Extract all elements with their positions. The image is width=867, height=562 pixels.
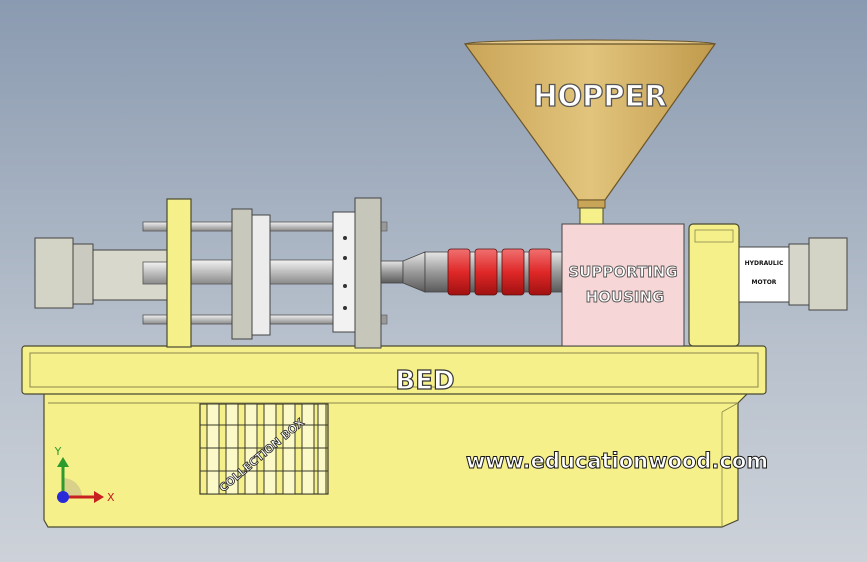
heater-bands: [447, 248, 552, 296]
axis-x-label: X: [107, 491, 115, 504]
supporting-housing-label-1: SUPPORTING: [568, 263, 677, 281]
bed-top-bar: BED: [21, 345, 767, 397]
hopper: HOPPER: [463, 39, 717, 225]
website-label: www.educationwood.com: [466, 449, 768, 473]
fixed-platen: [354, 197, 382, 349]
motor-label-1: HYDRAULIC: [745, 260, 784, 267]
collection-box: COLLECTION BOX: [199, 403, 329, 495]
supporting-housing-label-2: HOUSING: [586, 288, 665, 306]
hydraulic-motor: HYDRAULIC MOTOR: [738, 237, 848, 311]
supporting-housing: SUPPORTING HOUSING: [561, 223, 685, 347]
hopper-label: HOPPER: [533, 79, 667, 113]
motor-mount-block: [688, 223, 740, 347]
rear-platen: [166, 198, 192, 348]
mold: [332, 211, 358, 333]
moving-platen: [231, 208, 271, 340]
bed-label: BED: [395, 366, 454, 396]
axis-y-label: Y: [54, 445, 62, 458]
motor-label-2: MOTOR: [752, 279, 777, 286]
axis-triad: Y X: [54, 445, 115, 504]
